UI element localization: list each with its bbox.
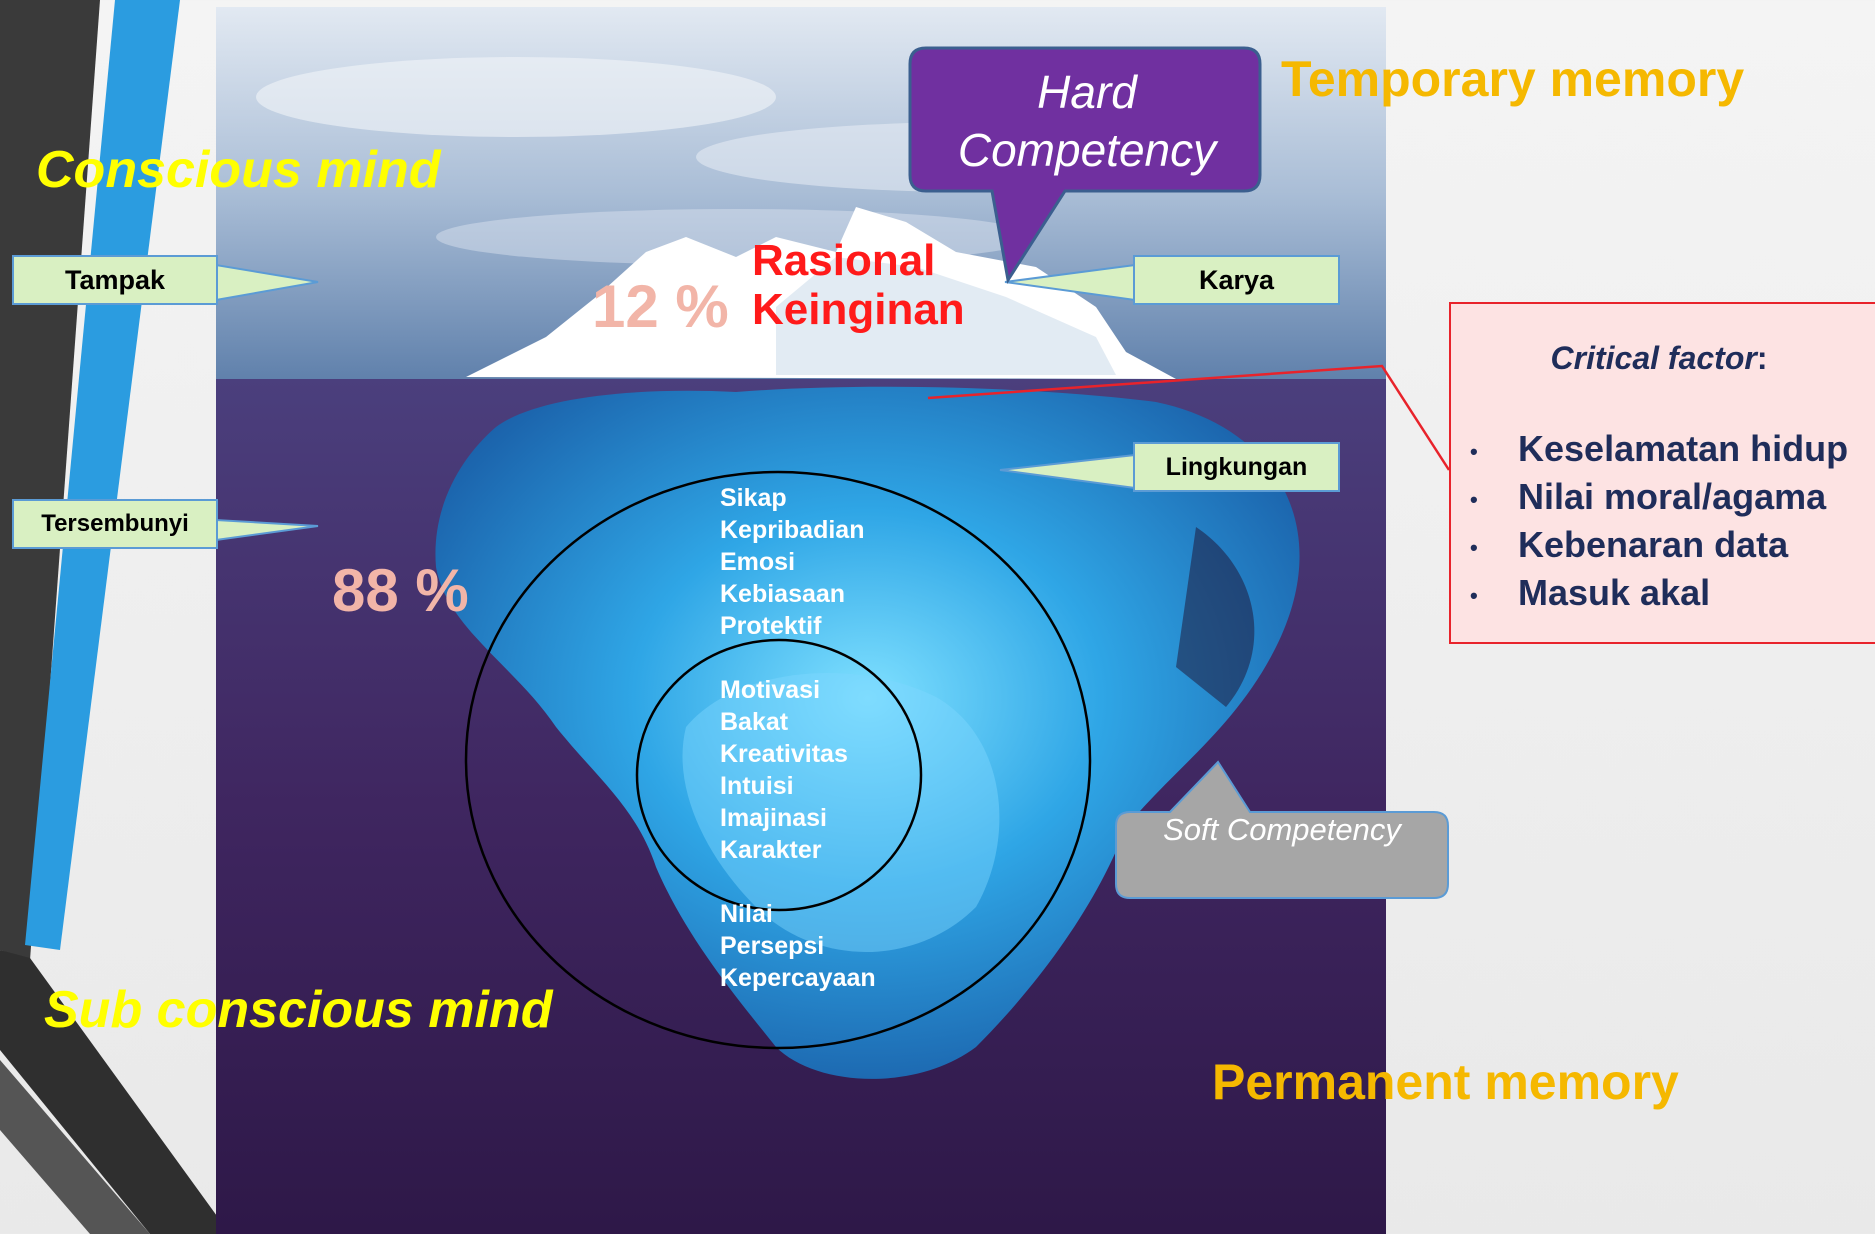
tampak-pointer	[216, 265, 318, 300]
critical-factor-item-text: Masuk akal	[1518, 572, 1710, 613]
critical-factor-item: •Nilai moral/agama	[1470, 474, 1848, 522]
inner-ring-item: Bakat	[720, 706, 848, 738]
inner-ring-item: Motivasi	[720, 674, 848, 706]
temporary-memory-label: Temporary memory	[1281, 50, 1744, 108]
outer-ring-item: Kebiasaan	[720, 578, 864, 610]
critical-factor-title-text: Critical factor	[1551, 340, 1757, 376]
subconscious-mind-label: Sub conscious mind	[44, 980, 553, 1040]
inner-ring-item: Imajinasi	[720, 802, 848, 834]
outer-ring-item: Kepribadian	[720, 514, 864, 546]
tip-word-rasional: Rasional	[752, 236, 965, 285]
hard-competency-text: Hard Competency	[912, 63, 1262, 179]
soft-competency-text: Soft Competency	[1112, 812, 1452, 848]
bullet-icon: •	[1470, 525, 1518, 570]
tip-words: Rasional Keinginan	[752, 236, 965, 335]
critical-factor-list: •Keselamatan hidup •Nilai moral/agama •K…	[1470, 426, 1848, 618]
outer-ring-item: Sikap	[720, 482, 864, 514]
bullet-icon: •	[1470, 477, 1518, 522]
tip-word-keinginan: Keinginan	[752, 285, 965, 334]
lingkungan-label: Lingkungan	[1133, 442, 1340, 492]
bottom-item: Nilai	[720, 898, 876, 930]
karya-pointer	[1005, 265, 1135, 300]
tersembunyi-pointer	[216, 520, 318, 540]
critical-factor-title-colon: :	[1757, 340, 1768, 376]
critical-factor-item: •Keselamatan hidup	[1470, 426, 1848, 474]
permanent-memory-label: Permanent memory	[1212, 1053, 1679, 1111]
bottom-list: Nilai Persepsi Kepercayaan	[720, 898, 876, 994]
critical-factor-item-text: Nilai moral/agama	[1518, 476, 1826, 517]
critical-factor-item: •Masuk akal	[1470, 570, 1848, 618]
conscious-mind-label: Conscious mind	[36, 140, 440, 200]
critical-factor-item-text: Kebenaran data	[1518, 524, 1788, 565]
outer-ring-item: Protektif	[720, 610, 864, 642]
bottom-item: Persepsi	[720, 930, 876, 962]
percent-above-water: 12 %	[592, 272, 729, 341]
bullet-icon: •	[1470, 429, 1518, 474]
outer-ring-list: Sikap Kepribadian Emosi Kebiasaan Protek…	[720, 482, 864, 642]
hard-competency-line-2: Competency	[912, 121, 1262, 179]
critical-factor-title: Critical factor:	[1449, 340, 1869, 377]
hard-competency-line-1: Hard	[912, 63, 1262, 121]
lingkungan-pointer	[1000, 455, 1135, 488]
outer-ring-item: Emosi	[720, 546, 864, 578]
inner-ring-item: Intuisi	[720, 770, 848, 802]
critical-factor-item: •Kebenaran data	[1470, 522, 1848, 570]
bottom-item: Kepercayaan	[720, 962, 876, 994]
inner-ring-item: Kreativitas	[720, 738, 848, 770]
critical-factor-item-text: Keselamatan hidup	[1518, 428, 1848, 469]
tersembunyi-label: Tersembunyi	[12, 499, 218, 549]
bullet-icon: •	[1470, 573, 1518, 618]
inner-ring-list: Motivasi Bakat Kreativitas Intuisi Imaji…	[720, 674, 848, 866]
tampak-label: Tampak	[12, 255, 218, 305]
karya-label: Karya	[1133, 255, 1340, 305]
inner-ring-item: Karakter	[720, 834, 848, 866]
percent-below-water: 88 %	[332, 556, 469, 625]
